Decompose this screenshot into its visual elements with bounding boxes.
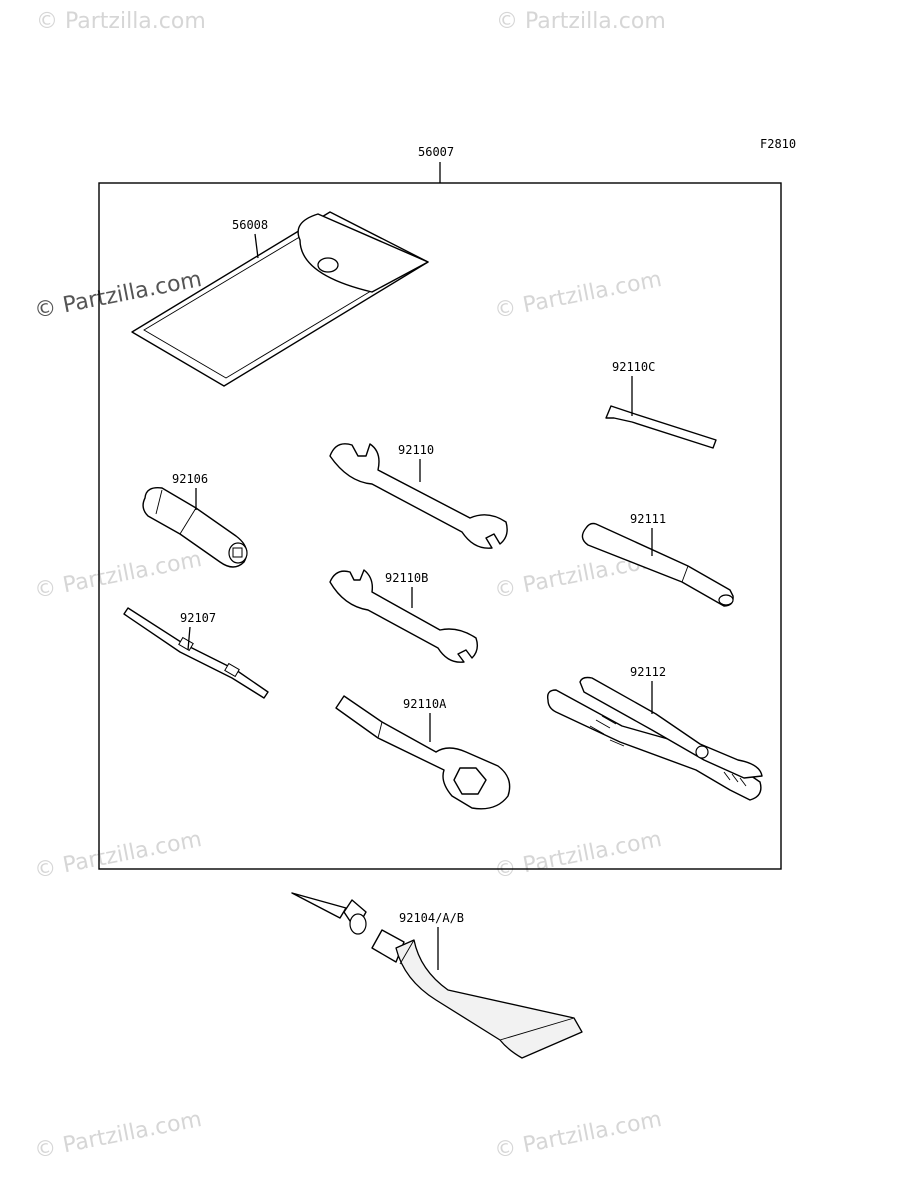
label-wrench-large: 92110 (398, 443, 434, 457)
leader-screwdriver (187, 626, 191, 651)
label-pliers: 92112 (630, 665, 666, 679)
label-kit: 56007 (418, 145, 454, 159)
label-case: 56008 (232, 218, 268, 232)
watermark: © Partzilla.com (492, 267, 663, 324)
watermark: © Partzilla.com (496, 9, 666, 34)
watermark: © Partzilla.com (492, 827, 663, 884)
wrench-large[interactable] (329, 443, 508, 549)
watermark: © Partzilla.com (492, 1107, 663, 1164)
label-hex-key: 92110C (612, 360, 655, 374)
watermark: © Partzilla.com (32, 1107, 203, 1164)
label-socket: 92106 (172, 472, 208, 486)
watermark: © Partzilla.com (32, 827, 203, 884)
label-box-wrench: 92110A (403, 697, 447, 711)
label-wrench-small: 92110B (385, 571, 428, 585)
screwdriver[interactable] (123, 607, 269, 699)
pliers[interactable] (546, 676, 763, 801)
handle[interactable] (581, 522, 734, 607)
hex-key[interactable] (605, 405, 717, 449)
kit-frame (98, 182, 782, 870)
label-handle: 92111 (630, 512, 666, 526)
watermark: © Partzilla.com (36, 9, 206, 34)
label-screwdriver: 92107 (180, 611, 216, 625)
figure-code: F2810 (760, 137, 796, 151)
tool-case[interactable] (131, 211, 429, 387)
tube[interactable] (291, 892, 583, 1059)
wrench-small[interactable] (329, 569, 479, 663)
socket[interactable] (142, 487, 248, 568)
box-wrench[interactable] (335, 695, 511, 810)
label-tube: 92104/A/B (399, 911, 464, 925)
watermark: © Partzilla.com (32, 547, 203, 604)
leader-case (254, 233, 259, 259)
